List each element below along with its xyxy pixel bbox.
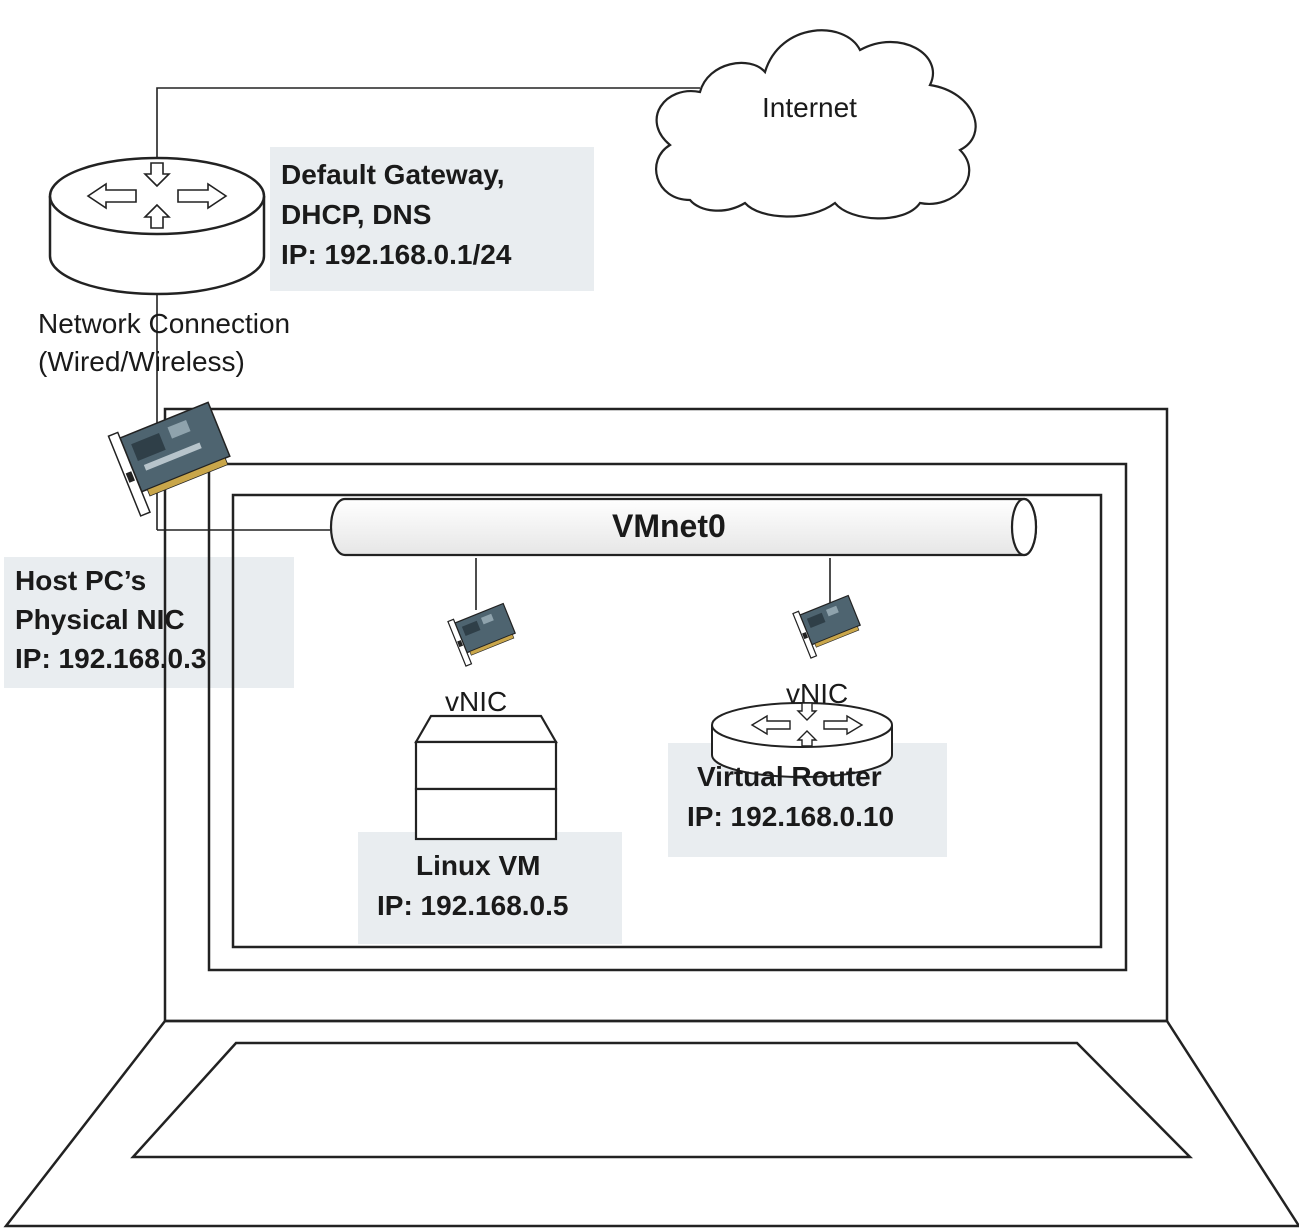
linux-vm-line-2: IP: 192.168.0.5	[377, 890, 569, 921]
gateway-router	[48, 156, 266, 296]
gateway-line-2: DHCP, DNS	[281, 199, 432, 230]
host-nic-line-3: IP: 192.168.0.3	[15, 643, 207, 674]
laptop-base	[3, 1019, 1299, 1228]
vmnet-label: VMnet0	[612, 508, 726, 544]
laptop-keyboard	[130, 1041, 1193, 1159]
internet-cloud	[655, 29, 977, 220]
linux-vnic-label: vNIC	[445, 686, 508, 717]
vmnet-pipe	[329, 497, 1038, 557]
virtual-router-line-1: Virtual Router	[697, 761, 882, 792]
router-vnic-card	[792, 594, 861, 659]
router-vnic-label: vNIC	[786, 678, 849, 709]
gateway-line-3: IP: 192.168.0.1/24	[281, 239, 512, 270]
internet-label: Internet	[762, 92, 857, 123]
virtual-router-line-2: IP: 192.168.0.10	[687, 801, 895, 832]
host-nic-card	[107, 401, 231, 517]
arrow-left-icon	[86, 182, 137, 210]
linux-vm-server	[414, 714, 558, 841]
arrow-down-icon	[143, 162, 171, 188]
arrow-right-icon	[177, 182, 228, 210]
laptop-screen	[207, 462, 1128, 972]
connection-label-line-1: Network Connection	[38, 308, 291, 339]
arrow-right-icon	[823, 714, 864, 736]
internet-link	[156, 87, 700, 163]
host-os-boundary	[231, 493, 1103, 949]
linux-vm-line-1: Linux VM	[416, 850, 541, 881]
virtual-router-shape	[711, 702, 893, 778]
arrow-left-icon	[750, 714, 791, 736]
linux-vm-label-box	[358, 832, 622, 944]
arrow-up-icon	[796, 730, 818, 747]
arrow-down-icon	[796, 702, 818, 721]
linux-vnic-card	[447, 602, 516, 667]
gateway-line-1: Default Gateway,	[281, 159, 505, 190]
connection-label-line-2: (Wired/Wireless)	[38, 346, 245, 377]
host-nic-line-2: Physical NIC	[15, 604, 185, 635]
host-nic-line-1: Host PC’s	[15, 565, 147, 596]
arrow-up-icon	[143, 203, 171, 229]
laptop	[3, 407, 1299, 1228]
host-nic-label-box	[4, 557, 294, 688]
gateway-label-box	[270, 147, 594, 291]
